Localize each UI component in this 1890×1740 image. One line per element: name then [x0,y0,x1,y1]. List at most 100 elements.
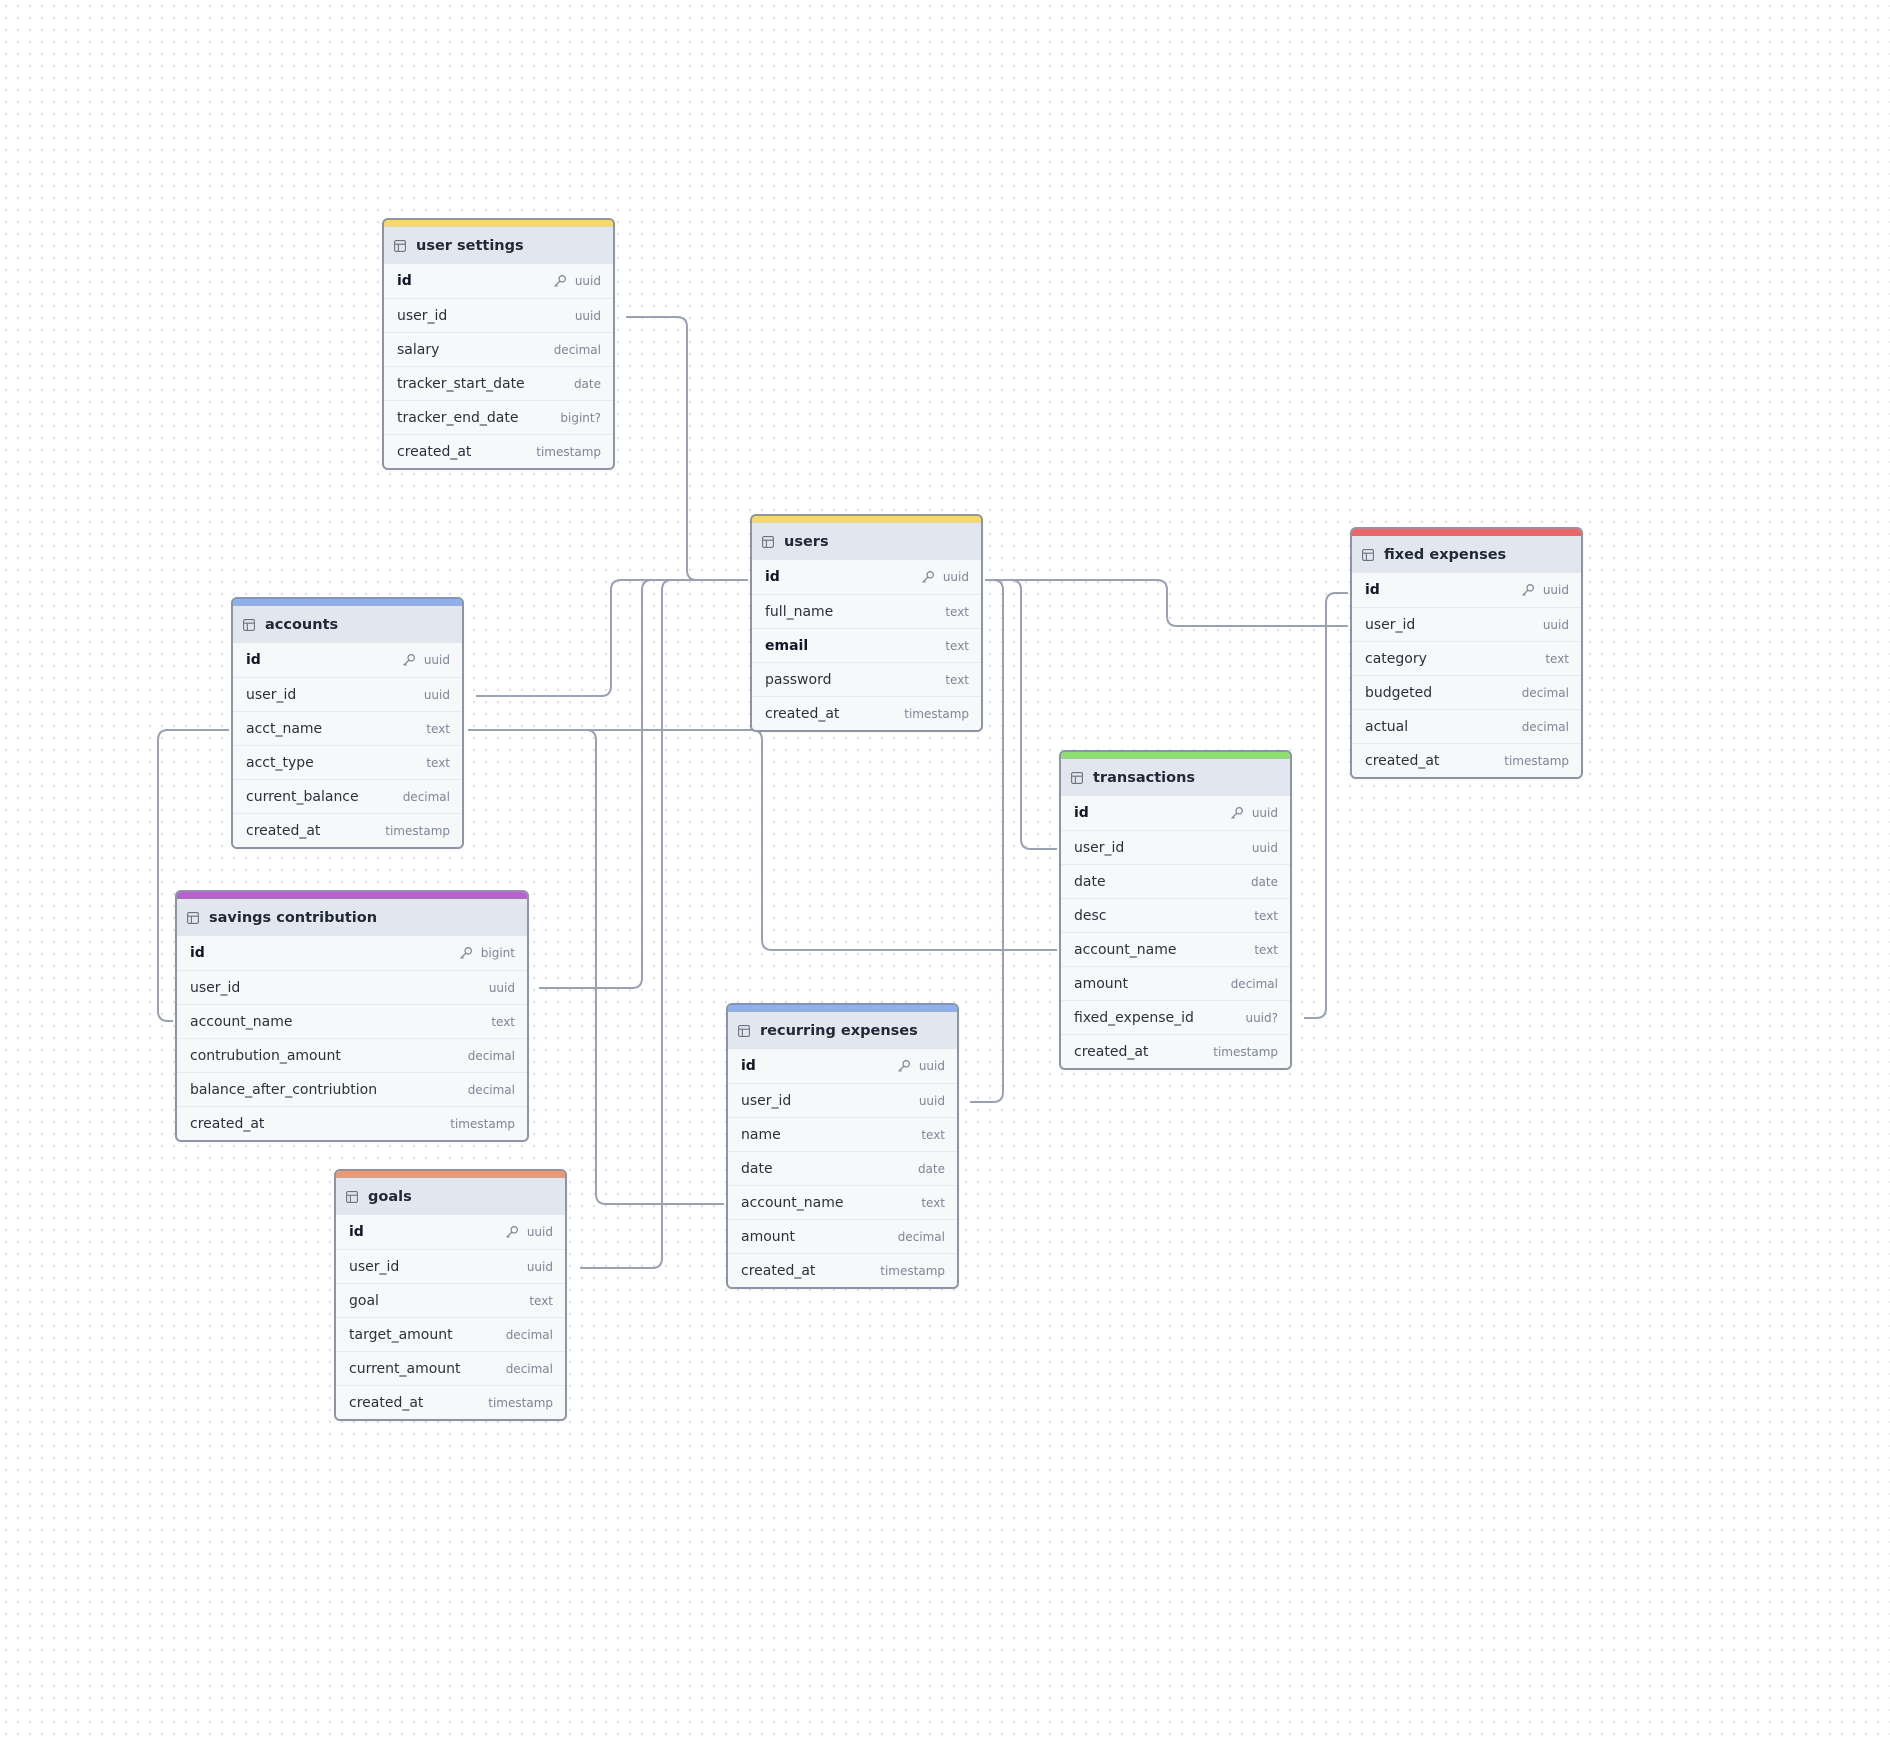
column-row-id[interactable]: id uuid [1061,796,1290,830]
column-type: decimal [467,1082,515,1097]
column-type: uuid [1251,840,1278,855]
column-type: text [1254,908,1278,923]
relationship-goals-user-id-to-users-id[interactable] [580,579,748,1269]
column-name: id [1074,805,1089,821]
column-name: created_at [246,822,321,839]
key-icon [897,1060,910,1072]
table-accent-bar [177,892,527,899]
column-name: account_name [190,1013,293,1030]
relationship-fixed-expenses-user-id-to-users-id[interactable] [985,579,1348,627]
relationship-accounts-acct-name-to-transactions-account-name[interactable] [468,729,1057,951]
column-name: full_name [765,603,834,620]
column-name: id [1365,582,1380,598]
table-header[interactable]: fixed expenses [1352,536,1581,573]
column-name: user_id [190,979,241,996]
table-title: recurring expenses [760,1022,918,1039]
table-header[interactable]: savings contribution [177,899,527,936]
table-header[interactable]: accounts [233,606,462,643]
column-type: uuid [526,1225,553,1239]
column-type: uuid [1251,806,1278,820]
column-type: text [945,672,969,687]
table-header[interactable]: transactions [1061,759,1290,796]
table-accent-bar [1061,752,1290,759]
column-type: decimal [467,1048,515,1063]
table-icon [738,1024,750,1037]
relationship-accounts-user-id-to-users-id[interactable] [476,579,748,697]
column-type: text [921,1195,945,1210]
table-header[interactable]: users [752,523,981,560]
relationship-transactions-fixed-expense-id-to-fixed-expenses-id[interactable] [1304,592,1348,1019]
column-name: id [190,945,205,961]
relationship-user-settings-user-id-to-users-id[interactable] [626,316,748,581]
relationship-transactions-user-id-to-users-id[interactable] [985,579,1057,850]
column-type: uuid [423,687,450,702]
table-icon [1071,771,1083,784]
relationship-savings-user-id-to-users-id[interactable] [539,579,748,989]
table-header[interactable]: goals [336,1178,565,1215]
table-header[interactable]: user settings [384,227,613,264]
column-name: email [765,637,809,654]
table-header[interactable]: recurring expenses [728,1012,957,1049]
